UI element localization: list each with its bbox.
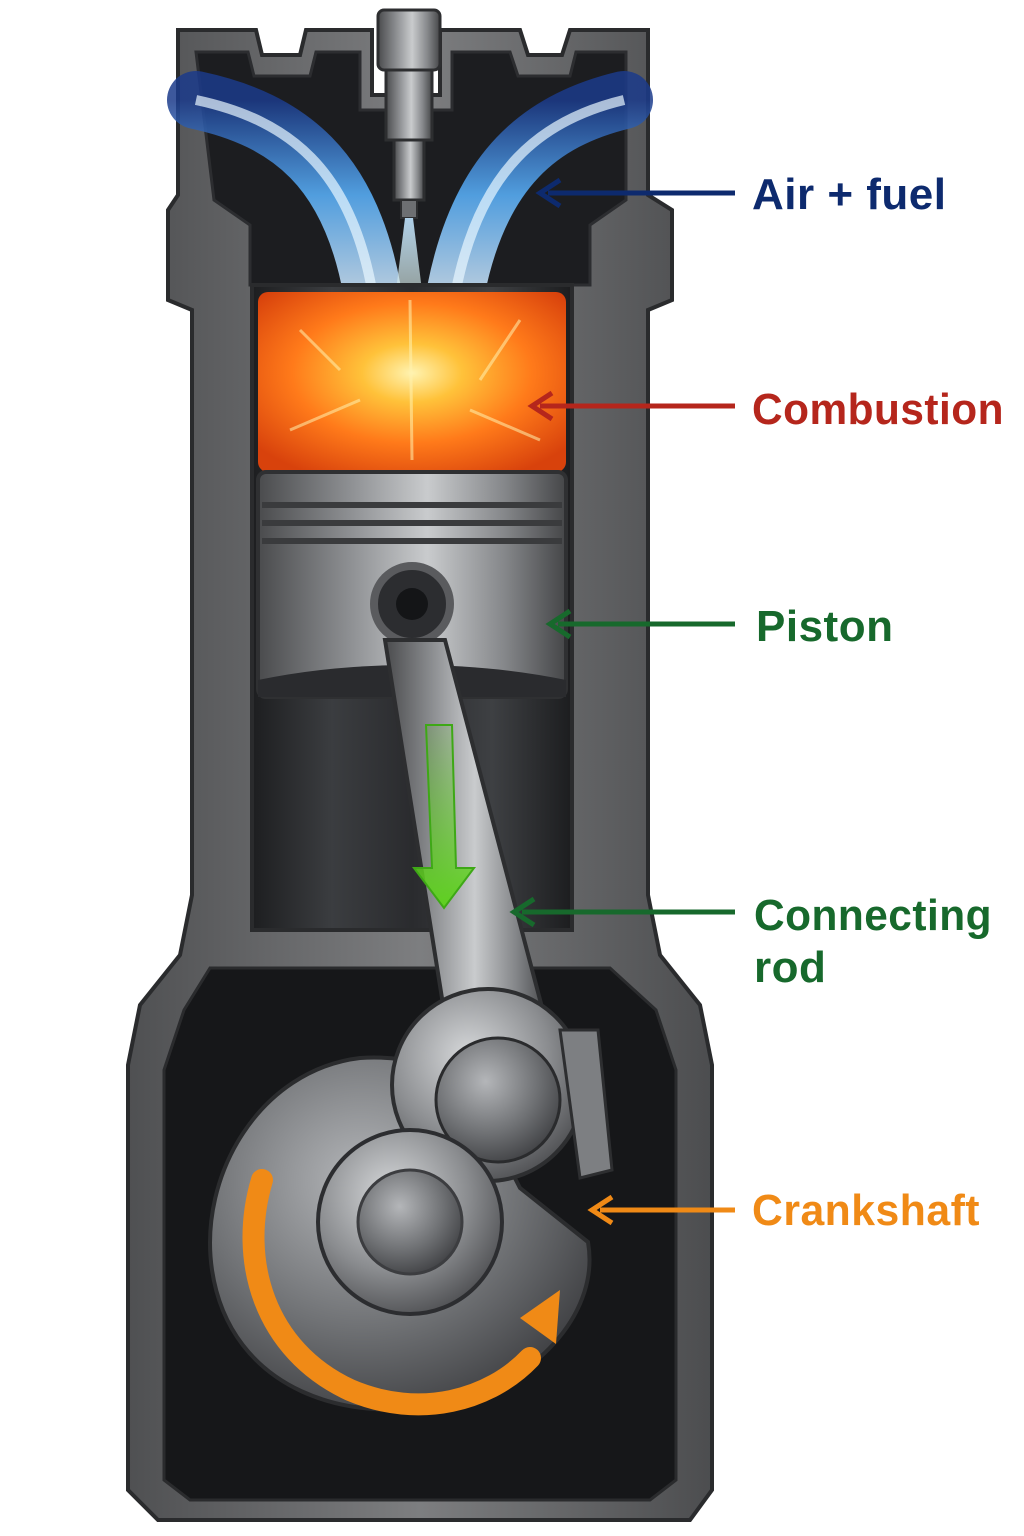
label-connecting-rod-line2: rod — [754, 943, 826, 992]
crank-rotation-arrow — [242, 1169, 560, 1416]
crank-main-journal — [316, 1128, 504, 1316]
connecting-rod — [382, 638, 614, 1183]
label-crankshaft: Crankshaft — [752, 1186, 980, 1235]
fuel-injector — [376, 8, 442, 219]
leader-combustion — [527, 390, 735, 422]
label-air-fuel: Air + fuel — [752, 170, 947, 219]
leader-piston — [545, 608, 735, 640]
leader-crankshaft — [587, 1194, 735, 1226]
label-piston: Piston — [756, 602, 893, 651]
label-connecting-rod-line1: Connecting — [754, 891, 992, 940]
leader-connecting-rod — [509, 896, 735, 928]
label-combustion: Combustion — [752, 385, 1004, 434]
leader-air-fuel — [535, 177, 735, 209]
rod-motion-arrow — [412, 724, 476, 910]
